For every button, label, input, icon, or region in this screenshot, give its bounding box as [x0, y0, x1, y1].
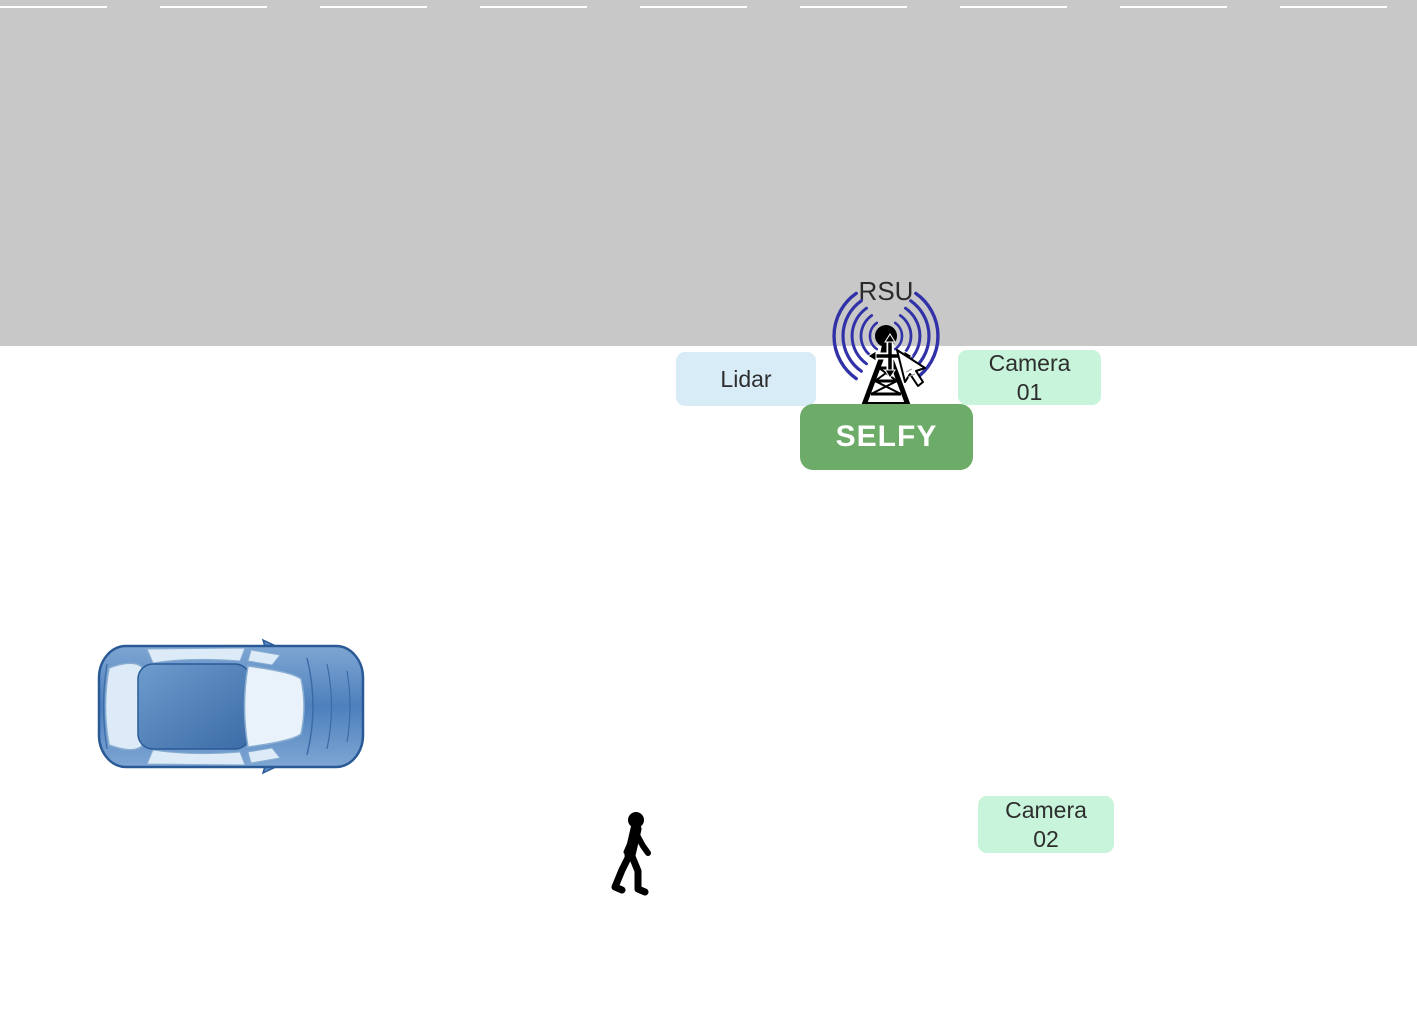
- camera-02-label: Camera 02: [978, 796, 1114, 853]
- camera-01-label: Camera 01: [958, 350, 1101, 405]
- rsu-antenna-icon[interactable]: [826, 284, 946, 412]
- rsu-title: RSU: [858, 276, 914, 306]
- selfy-unit-text: SELFY: [835, 419, 938, 453]
- camera-02-label-text: Camera: [1005, 797, 1087, 824]
- camera-01-number: 01: [1016, 378, 1043, 405]
- selfy-unit-label[interactable]: SELFY: [800, 404, 973, 470]
- lidar-label-text: Lidar: [720, 365, 772, 392]
- lidar-label: Lidar: [676, 352, 816, 406]
- camera-02-number: 02: [1033, 825, 1059, 852]
- road-seam-line: [842, 425, 844, 807]
- road-surface: [0, 0, 1417, 346]
- camera-01-label-text: Camera: [988, 350, 1071, 377]
- mouse-pointer-icon: [896, 349, 926, 387]
- car-top-view-icon: [97, 638, 365, 775]
- pedestrian-walking-icon: [611, 812, 651, 896]
- road-edge-line-bottom: [0, 0, 1417, 6]
